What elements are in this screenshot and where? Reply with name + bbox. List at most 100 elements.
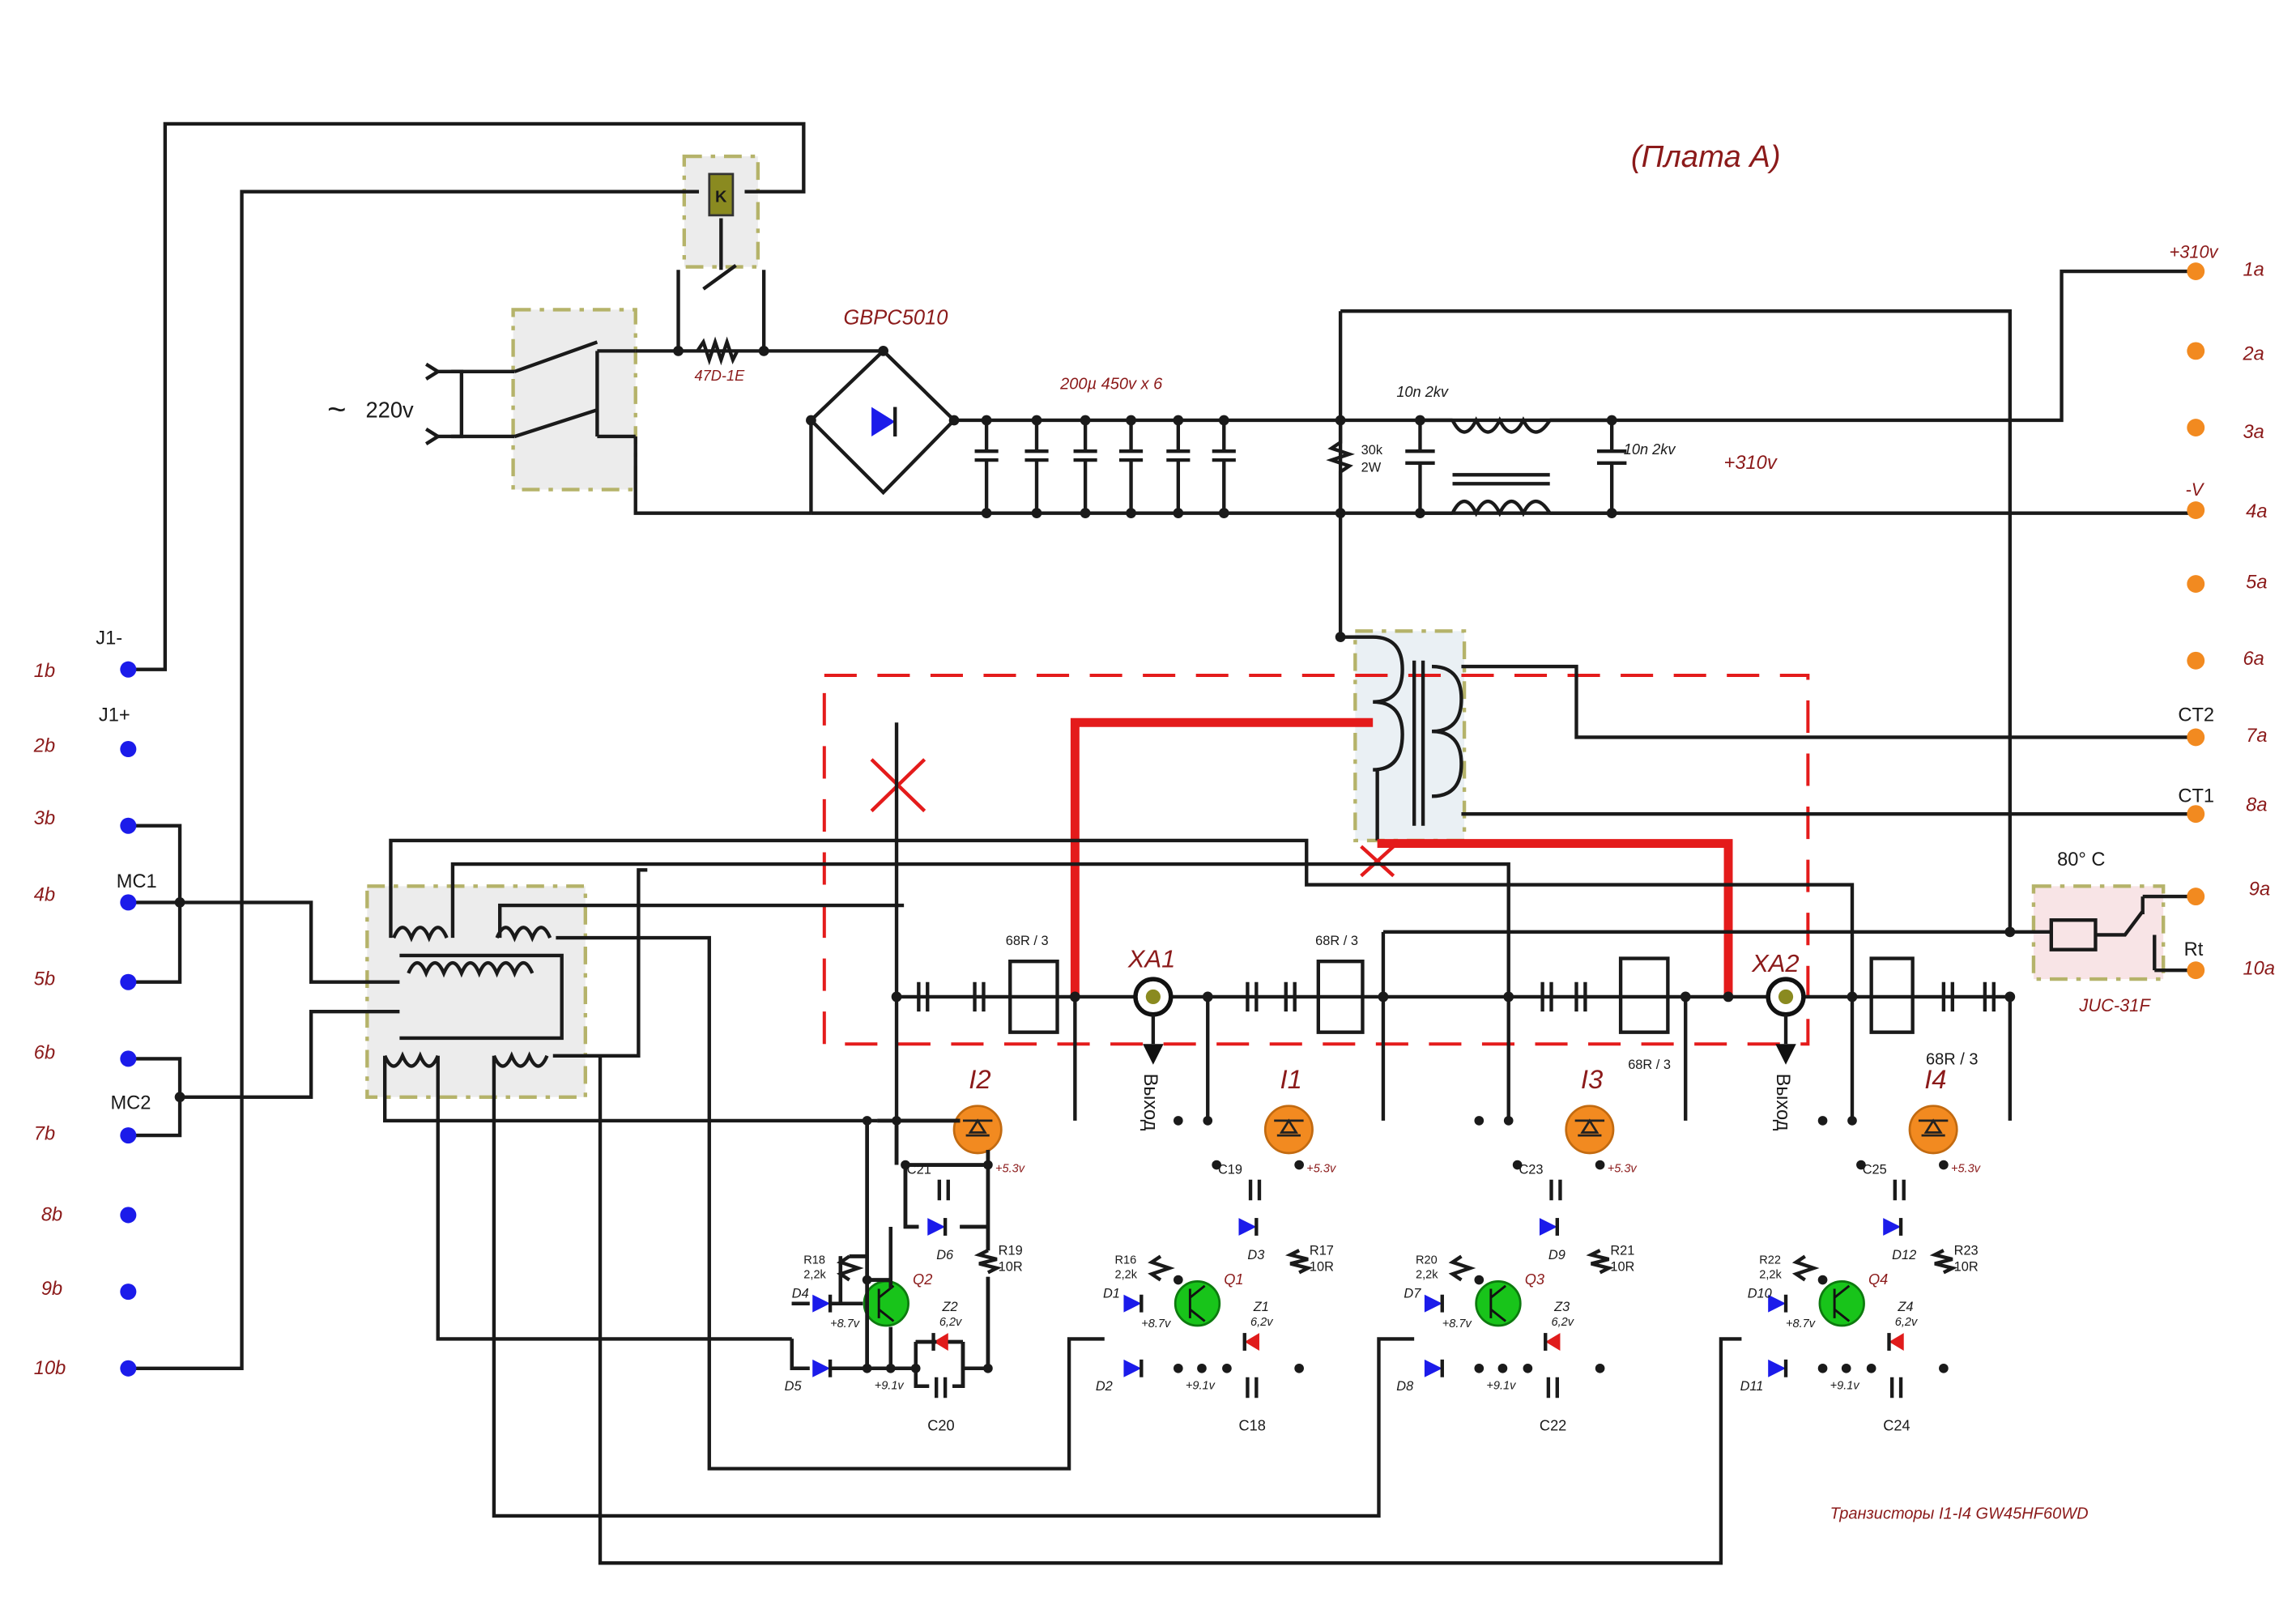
ct1-label: CT1 xyxy=(2178,786,2214,807)
zener-label: Z3 xyxy=(1553,1300,1570,1314)
relay-label: K xyxy=(715,188,727,206)
diode-icon xyxy=(1424,1294,1442,1313)
base-resistor xyxy=(1148,1254,1175,1282)
plus310-label: +310v xyxy=(1724,453,1778,474)
base-resistor-value: 2,2k xyxy=(1416,1269,1438,1282)
j1-plus-label: J1+ xyxy=(99,705,130,726)
junction-dot xyxy=(1174,1116,1183,1126)
diode-up-label: D4 xyxy=(792,1286,809,1301)
pin-label: 7a xyxy=(2246,726,2267,747)
pin-label: 4b xyxy=(34,885,55,906)
pin-label: 6b xyxy=(34,1042,55,1063)
relay-contact xyxy=(702,263,737,291)
diode-up-label: D7 xyxy=(1404,1286,1421,1301)
junction-dot xyxy=(1212,1160,1221,1170)
ntc-label: 47D-1E xyxy=(695,368,746,384)
ntc-resistor xyxy=(696,336,739,366)
snubber-3-label: 68R / 3 xyxy=(1628,1058,1671,1072)
xa2-terminal xyxy=(1766,977,1806,1065)
cap-b-label: 10n 2kv xyxy=(1624,441,1676,458)
capacitor-top-label: C23 xyxy=(1519,1162,1543,1177)
transistor-note: Транзисторы I1-I4 GW45HF60WD xyxy=(1830,1505,2089,1523)
gate-resistor-value: 10R xyxy=(1610,1260,1634,1275)
bias-voltage-87: +8.7v xyxy=(1442,1318,1472,1330)
capacitor-bottom-label: C20 xyxy=(927,1417,954,1433)
diode-icon xyxy=(1768,1359,1787,1377)
igbt-label: I3 xyxy=(1581,1064,1603,1094)
zener-voltage: 6,2v xyxy=(1895,1316,1918,1329)
base-resistor-value: 2,2k xyxy=(1759,1269,1782,1282)
junction-dot xyxy=(1847,1116,1857,1126)
gate-resistor-label: R23 xyxy=(1954,1244,1979,1258)
base-resistor xyxy=(1448,1254,1476,1282)
capacitor-top-label: C25 xyxy=(1863,1162,1887,1177)
output-1-label: Выход xyxy=(1139,1074,1161,1131)
xa2-label: XA2 xyxy=(1751,949,1799,977)
right-pin-labels: 1a 2a 3a 4a 5a 6a 7a 8a 9a 10a xyxy=(2243,260,2275,980)
input-filter xyxy=(1326,416,1627,517)
zener-icon xyxy=(1545,1333,1561,1351)
pin-label: 1b xyxy=(34,661,55,682)
gate-resistor-value: 10R xyxy=(1310,1260,1334,1275)
base-resistor-label: R22 xyxy=(1759,1254,1781,1267)
junction-dot xyxy=(1503,1116,1514,1126)
junction-dots xyxy=(174,346,2016,1103)
pin-label: 8b xyxy=(41,1205,62,1226)
junction-dot xyxy=(1474,1116,1485,1126)
junction-dot xyxy=(1817,1363,1828,1373)
bulk-caps-label: 200µ 450v x 6 xyxy=(1059,376,1163,394)
relay-coil xyxy=(708,172,735,217)
igbt-voltage-label: +5.3v xyxy=(1306,1163,1336,1176)
cross-x-2 xyxy=(1360,845,1395,878)
bjt-icon xyxy=(863,1280,909,1327)
transistor-label: Q2 xyxy=(913,1271,932,1288)
output-transformer xyxy=(1340,635,2195,841)
igbt-voltage-label: +5.3v xyxy=(995,1163,1025,1176)
igbt-voltage-label: +5.3v xyxy=(1951,1163,1981,1176)
thermo-switch xyxy=(2009,894,2195,973)
zener-label: Z2 xyxy=(941,1300,957,1314)
left-pin-labels: 1b 2b 3b 4b 5b 6b 7b 8b 9b 10b xyxy=(33,661,66,1379)
bias-voltage-87: +8.7v xyxy=(1786,1318,1816,1330)
speedup-capacitor xyxy=(1248,1179,1262,1201)
left-pins xyxy=(120,661,137,1377)
bias-voltage-91: +9.1v xyxy=(1186,1379,1216,1392)
pin-label: 8a xyxy=(2246,795,2267,816)
junction-dot xyxy=(1174,1363,1183,1373)
highlight-wire-2 xyxy=(1377,839,1733,997)
junction-dot xyxy=(1497,1363,1508,1373)
gate-transformer-box xyxy=(365,884,588,1099)
junction-dot xyxy=(1841,1363,1851,1373)
base-resistor-label: R18 xyxy=(803,1254,825,1267)
junction-dot xyxy=(1174,1275,1183,1285)
transistor-label: Q1 xyxy=(1224,1271,1243,1288)
igbt-icon xyxy=(1908,1105,1958,1155)
pin-label: 6a xyxy=(2243,649,2264,670)
junction-dot xyxy=(1939,1363,1949,1373)
base-resistor-label: R20 xyxy=(1416,1254,1438,1267)
filter-capacitor xyxy=(1246,1377,1259,1398)
filter-capacitor xyxy=(935,1377,948,1398)
diode-down-label: D2 xyxy=(1096,1379,1113,1394)
junction-dot xyxy=(1817,1116,1828,1126)
pin-label: 2b xyxy=(33,736,55,757)
base-resistor-value: 2,2k xyxy=(803,1269,826,1282)
diode-icon xyxy=(927,1218,946,1236)
diode-icon xyxy=(1424,1359,1442,1377)
capacitor-bottom-label: C22 xyxy=(1540,1417,1566,1433)
diode-top-label: D9 xyxy=(1548,1248,1565,1262)
bias-voltage-87: +8.7v xyxy=(830,1318,860,1330)
pin-label: 5b xyxy=(34,969,55,990)
pin-label: 3b xyxy=(34,808,55,829)
igbt-icon xyxy=(1565,1105,1615,1155)
gate-resistor xyxy=(1929,1249,1958,1275)
diode-top-label: D12 xyxy=(1892,1248,1916,1262)
capacitor-bottom-label: C24 xyxy=(1883,1417,1910,1433)
filter-capacitor xyxy=(1546,1377,1559,1398)
diode-icon xyxy=(1123,1359,1142,1377)
base-resistor-value: 2,2k xyxy=(1115,1269,1138,1282)
